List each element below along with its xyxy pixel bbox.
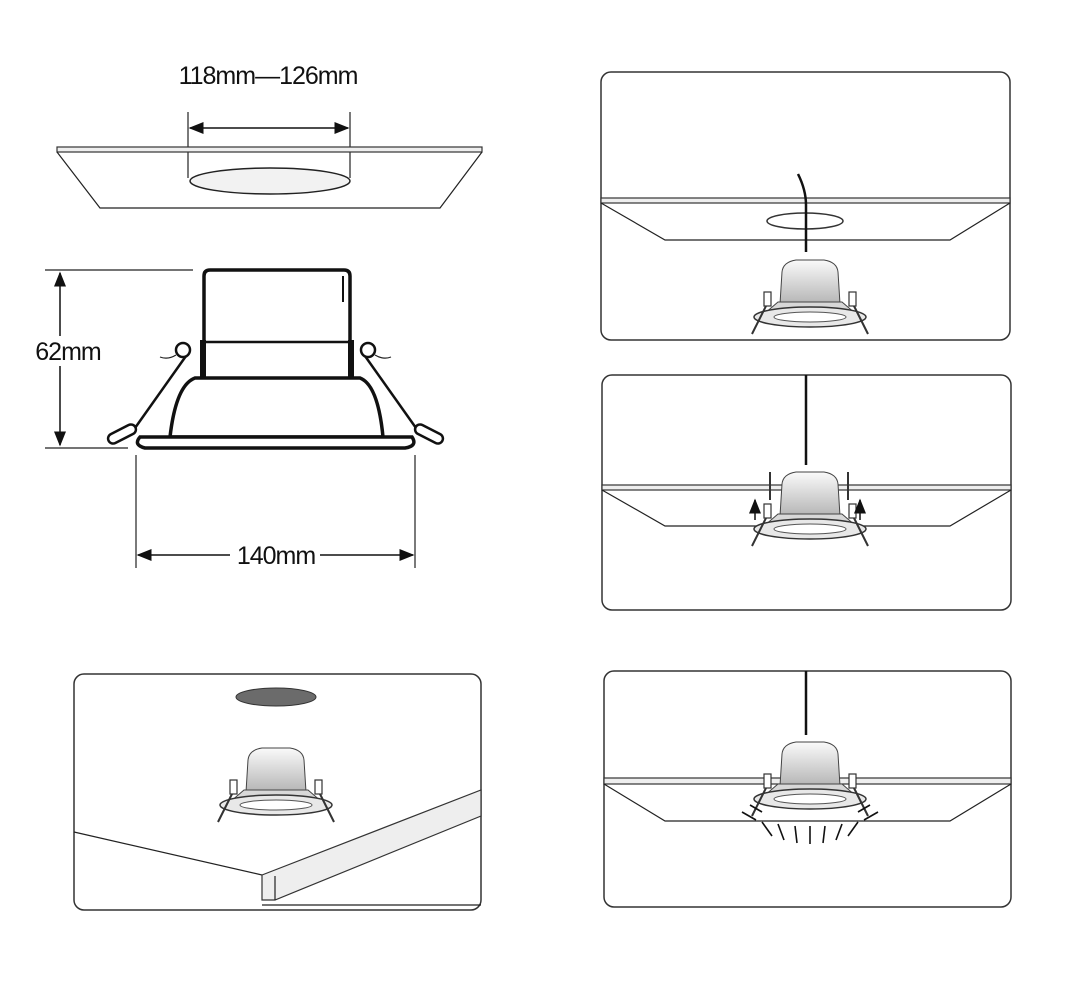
step-panel-ceiling-hole xyxy=(73,673,482,911)
product-dimension-diagram: 62mm 140mm xyxy=(35,268,445,570)
step-panel-wire-through-hole xyxy=(600,71,1011,341)
cutout-diagram: 118mm—126mm xyxy=(56,62,483,209)
ceiling-hole xyxy=(235,687,317,707)
ceiling-hole xyxy=(189,167,351,195)
wire xyxy=(796,173,808,252)
cutout-dimension-label: 118mm—126mm xyxy=(179,62,358,90)
light-rays-icon xyxy=(741,804,879,844)
diameter-dimension-label: 140mm xyxy=(237,542,316,570)
step-panel-light-on xyxy=(603,670,1012,908)
height-dimension-label: 62mm xyxy=(35,338,101,366)
step-panel-insert-light xyxy=(601,374,1012,611)
